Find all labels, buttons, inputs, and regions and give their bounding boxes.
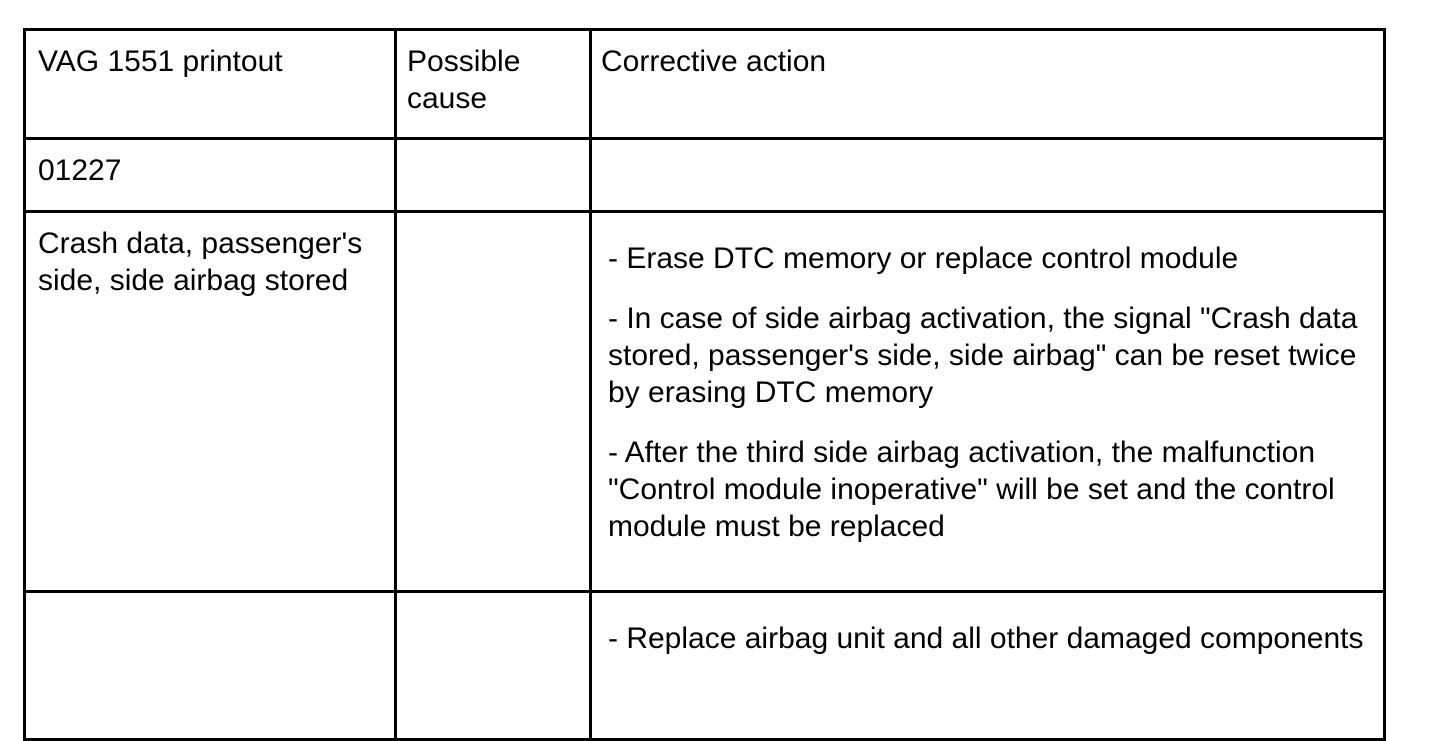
printout-cell: 01227 <box>23 137 397 213</box>
cause-cell <box>394 210 592 593</box>
dtc-table: VAG 1551 printout Possible cause Correct… <box>23 28 1386 741</box>
table-row: Crash data, passenger's side, side airba… <box>23 210 1386 593</box>
action-cell: - Erase DTC memory or replace control mo… <box>589 210 1386 593</box>
table-header-row: VAG 1551 printout Possible cause Correct… <box>23 28 1386 140</box>
header-corrective-action: Corrective action <box>589 28 1386 140</box>
header-possible-cause: Possible cause <box>394 28 592 140</box>
action-item: - Replace airbag unit and all other dama… <box>608 622 1364 655</box>
action-cell: - Replace airbag unit and all other dama… <box>589 590 1386 741</box>
printout-cell <box>23 590 397 741</box>
printout-cell: Crash data, passenger's side, side airba… <box>23 210 397 593</box>
table-row: - Replace airbag unit and all other dama… <box>23 590 1386 741</box>
action-cell <box>589 137 1386 213</box>
table-row: 01227 <box>23 137 1386 213</box>
cause-cell <box>394 590 592 741</box>
header-vag-printout: VAG 1551 printout <box>23 28 397 140</box>
action-item: - In case of side airbag activation, the… <box>608 302 1358 409</box>
cause-cell <box>394 137 592 213</box>
action-item: - Erase DTC memory or replace control mo… <box>608 242 1239 275</box>
action-item: - After the third side airbag activation… <box>608 436 1335 543</box>
